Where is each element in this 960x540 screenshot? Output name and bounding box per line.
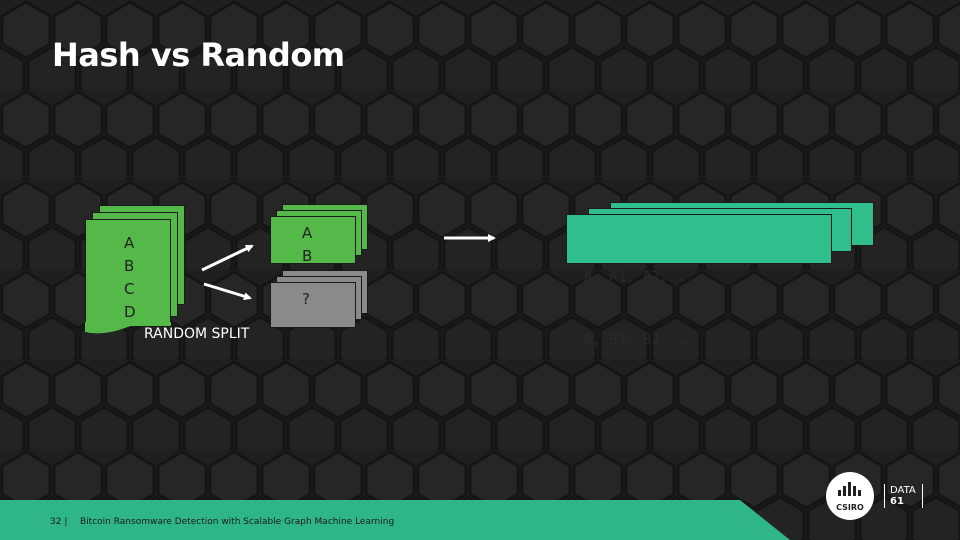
csiro-dots-icon xyxy=(838,482,861,496)
left-stack-lines: A B C D xyxy=(124,232,136,324)
footer-bar xyxy=(0,500,790,540)
random-split-caption: RANDOM SPLIT xyxy=(144,326,250,342)
page-number: 32 | xyxy=(50,517,68,527)
deck-title: Bitcoin Ransomware Detection with Scalab… xyxy=(80,517,395,527)
slide-title: Hash vs Random xyxy=(52,36,345,74)
csiro-logo-text: CSIRO xyxy=(836,503,864,512)
stack-sheet-front xyxy=(85,219,171,334)
upper-split-stack xyxy=(262,204,368,266)
data61-divider-right xyxy=(922,484,923,508)
left-stack-line-b: B xyxy=(124,257,135,275)
wave-edge xyxy=(85,322,171,334)
left-stack-line-c: C xyxy=(124,280,135,298)
hash-result-line-1: A, A1, A2, … xyxy=(584,269,686,285)
left-stack-line-d: D xyxy=(124,303,136,321)
upper-split-line-a: A xyxy=(302,224,313,242)
data61-divider-left xyxy=(884,484,885,508)
left-document-stack xyxy=(85,205,185,335)
lower-split-question: ? xyxy=(302,290,310,308)
data61-logo: DATA 61 xyxy=(890,485,916,507)
csiro-logo xyxy=(826,472,874,520)
upper-split-lines: A B xyxy=(302,222,312,268)
left-stack-line-a: A xyxy=(124,234,135,252)
hash-result-stack xyxy=(566,202,874,272)
hash-result-line-2: B, B1, B2, … xyxy=(584,332,686,348)
hash-result-lines: A, A1, A2, … B, B1, B2, … xyxy=(584,225,685,372)
stack-sheet-front xyxy=(270,216,356,264)
stack-sheet-front xyxy=(566,214,832,264)
stack-sheet-front xyxy=(270,282,356,328)
lower-split-stack xyxy=(262,270,368,334)
upper-split-line-b: B xyxy=(302,247,313,265)
data61-bottom-text: 61 xyxy=(890,496,904,507)
data61-top-text: DATA xyxy=(890,485,916,496)
